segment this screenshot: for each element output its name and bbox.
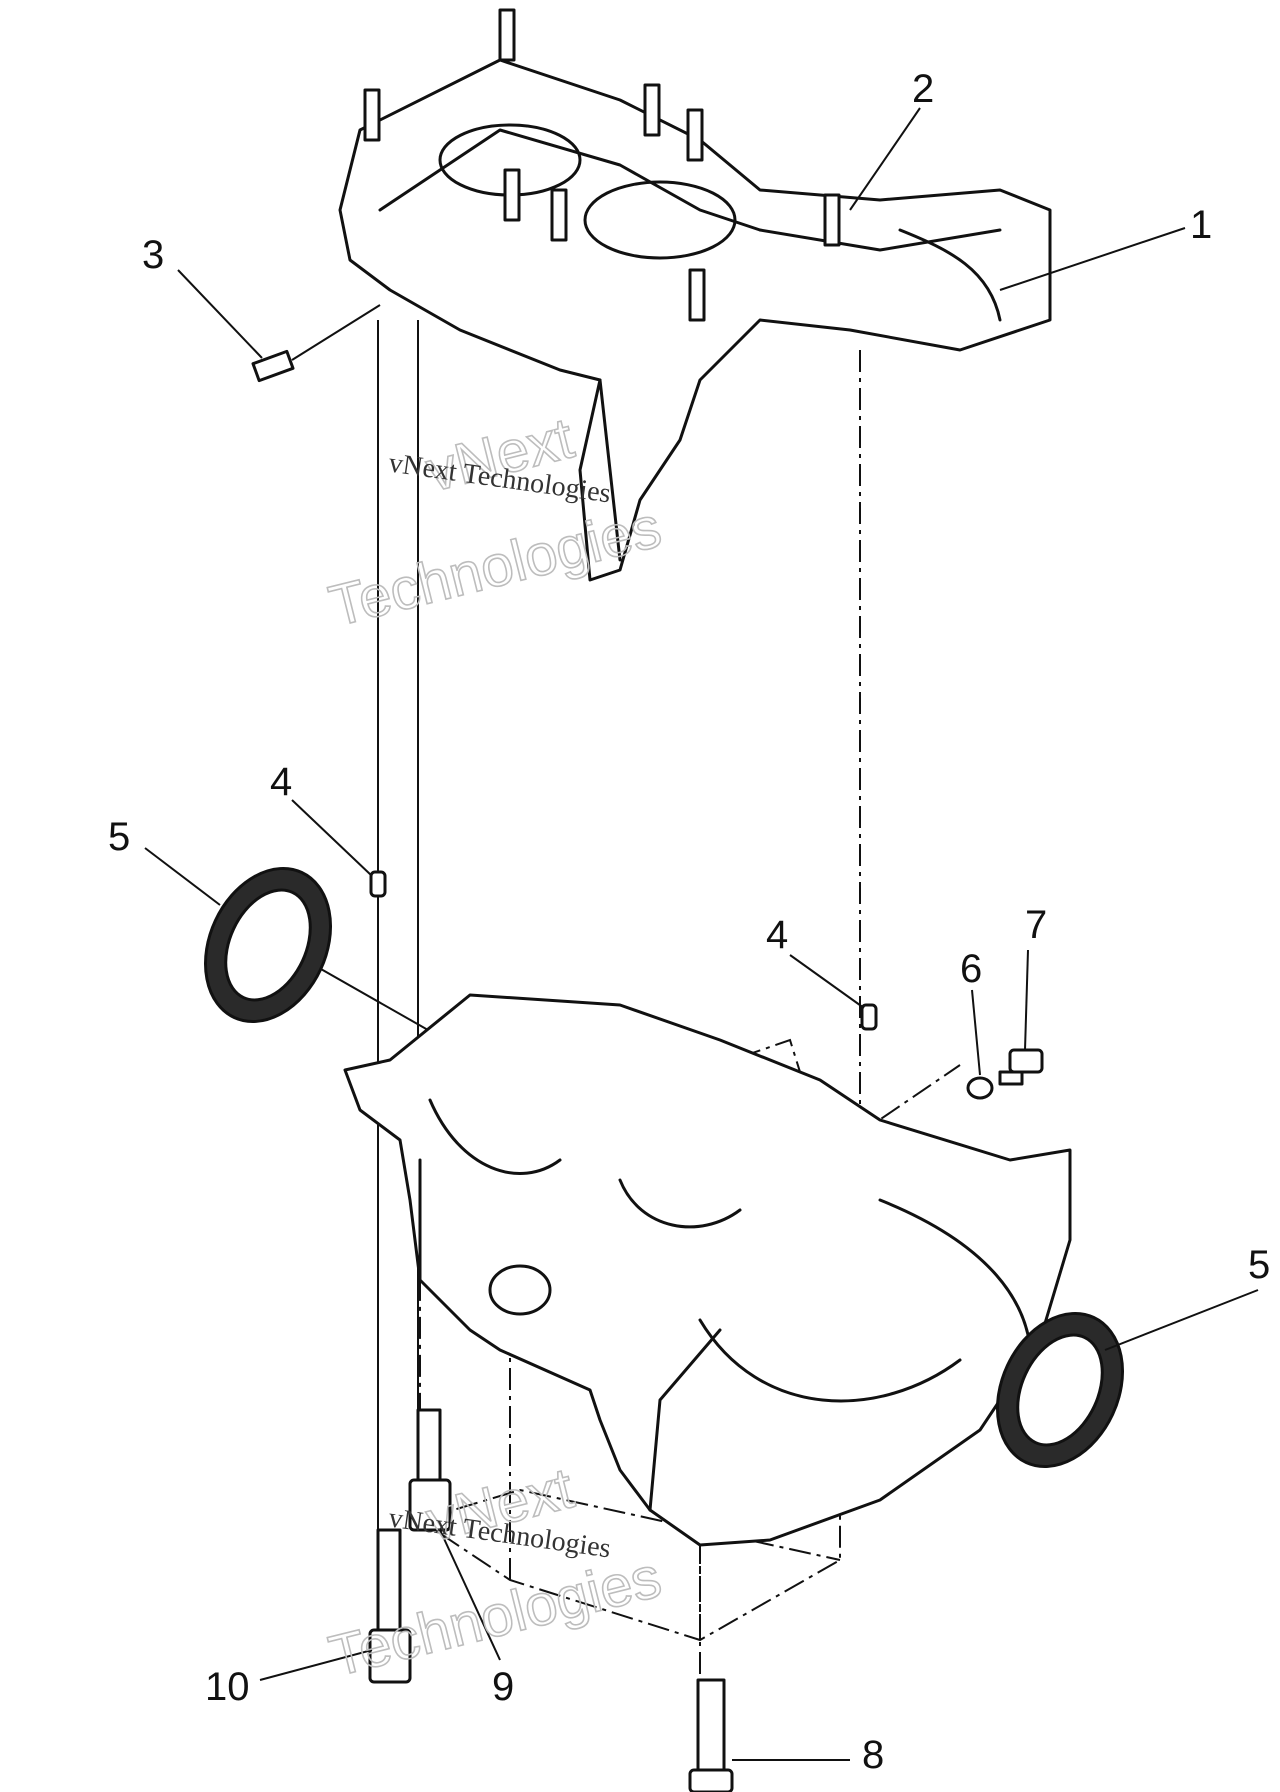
dowel-pin-part-4-left [369, 870, 387, 898]
bolt-part-10 [368, 1528, 412, 1684]
lower-crankcase [343, 993, 1072, 1547]
callout-4-left: 4 [270, 760, 292, 804]
callout-10: 10 [205, 1665, 250, 1709]
callout-5-right: 5 [1248, 1243, 1270, 1287]
callout-5-left: 5 [108, 815, 130, 859]
oil-seal-right-part-5 [996, 1311, 1124, 1469]
bolt-part-8 [688, 1678, 734, 1792]
dowel-pin-part-3 [251, 349, 295, 383]
watermark-upper-line2: Technologies [323, 494, 667, 639]
bolt-part-9 [408, 1408, 452, 1532]
plug-part-7 [998, 1048, 1044, 1086]
callout-8: 8 [862, 1733, 884, 1777]
callout-3: 3 [142, 233, 164, 277]
dowel-pin-part-4-right [860, 1003, 878, 1031]
callouts: 1 2 3 4 5 4 6 7 5 8 9 10 [108, 67, 1270, 1777]
callout-1: 1 [1190, 203, 1212, 247]
callout-2: 2 [912, 67, 934, 111]
callout-9: 9 [492, 1665, 514, 1709]
callout-7: 7 [1025, 903, 1047, 947]
oil-seal-left-part-5 [204, 866, 332, 1024]
callout-4-right: 4 [766, 913, 788, 957]
watermark-lower: vNext Technologies vNext Technologies [322, 1455, 668, 1690]
upper-crankcase [338, 8, 1052, 582]
leader-lines [144, 107, 1259, 1761]
callout-6: 6 [960, 947, 982, 991]
washer-part-6 [966, 1076, 994, 1100]
